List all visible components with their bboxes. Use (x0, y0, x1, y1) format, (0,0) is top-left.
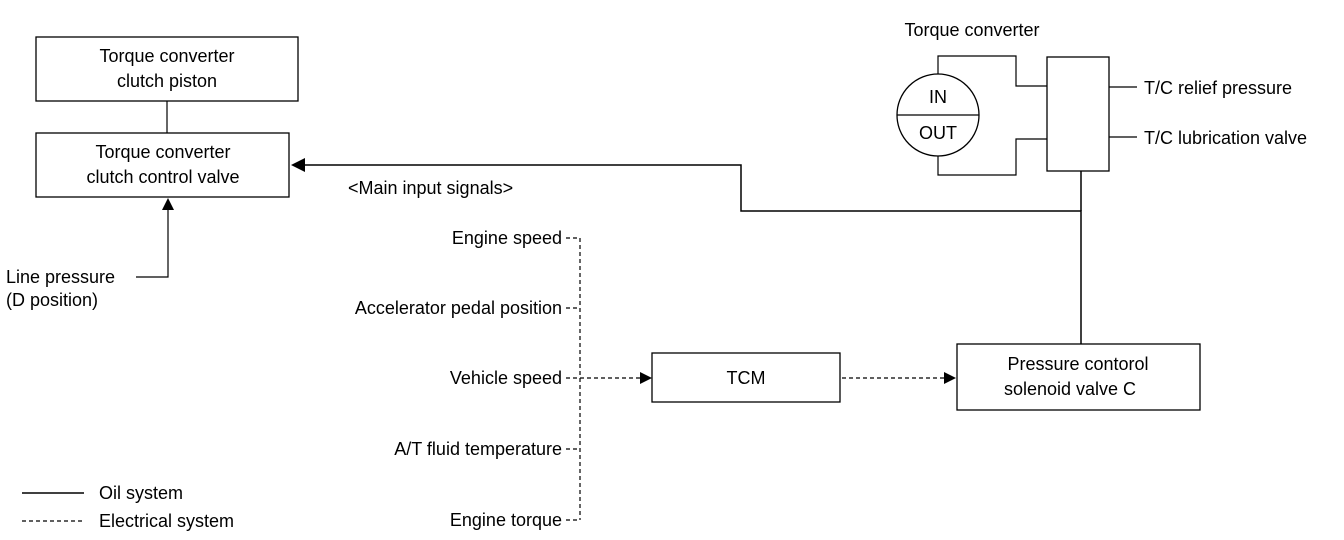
line-pressure-path (136, 208, 169, 278)
tcc-piston-label-line2: clutch piston (117, 71, 217, 91)
torque-converter-in-label: IN (929, 87, 947, 107)
legend: Oil system Electrical system (22, 483, 234, 531)
torque-converter-assembly: Torque converter IN OUT (896, 20, 1047, 176)
pressure-solenoid-label-line2: solenoid valve C (1004, 379, 1136, 399)
control-valve-arrowhead (291, 158, 305, 172)
tcc-control-valve-label-line2: clutch control valve (86, 167, 239, 187)
tc-valve-block (1046, 56, 1110, 172)
signal-at-fluid-temperature: A/T fluid temperature (394, 439, 562, 459)
signal-engine-torque: Engine torque (450, 510, 562, 530)
torque-converter-out-label: OUT (919, 123, 957, 143)
line-pressure-label-line2: (D position) (6, 290, 98, 310)
signal-accelerator-pedal-position: Accelerator pedal position (355, 298, 562, 318)
tcm-label: TCM (727, 368, 766, 388)
tcc-control-valve-block: Torque converter clutch control valve (35, 132, 290, 198)
tc-lubrication-valve-label: T/C lubrication valve (1144, 128, 1307, 148)
legend-oil-label: Oil system (99, 483, 183, 503)
tcc-control-valve-label-line1: Torque converter (95, 142, 230, 162)
legend-electrical-label: Electrical system (99, 511, 234, 531)
line-pressure-label-line1: Line pressure (6, 267, 115, 287)
solenoid-input-arrowhead (944, 372, 956, 384)
oil-line-solenoid-to-control-valve (305, 164, 1082, 344)
pressure-solenoid-block: Pressure contorol solenoid valve C (956, 343, 1201, 411)
line-pressure-input: Line pressure (D position) (6, 198, 174, 310)
tcm-input-arrowhead (640, 372, 652, 384)
signal-engine-speed: Engine speed (452, 228, 562, 248)
pressure-solenoid-label-line1: Pressure contorol (1007, 354, 1148, 374)
tcc-piston-block: Torque converter clutch piston (35, 36, 299, 102)
tc-relief-pressure-label: T/C relief pressure (1144, 78, 1292, 98)
torque-converter-title: Torque converter (904, 20, 1039, 40)
tcc-piston-label-line1: Torque converter (99, 46, 234, 66)
torque-converter-in-line (937, 55, 1047, 87)
signal-vehicle-speed: Vehicle speed (450, 368, 562, 388)
tcm-block: TCM (651, 352, 841, 403)
input-signals: Engine speed Accelerator pedal position … (355, 228, 652, 530)
main-input-signals-label: <Main input signals> (348, 178, 513, 198)
torque-converter-out-line (937, 138, 1047, 176)
line-pressure-arrowhead (162, 198, 174, 210)
